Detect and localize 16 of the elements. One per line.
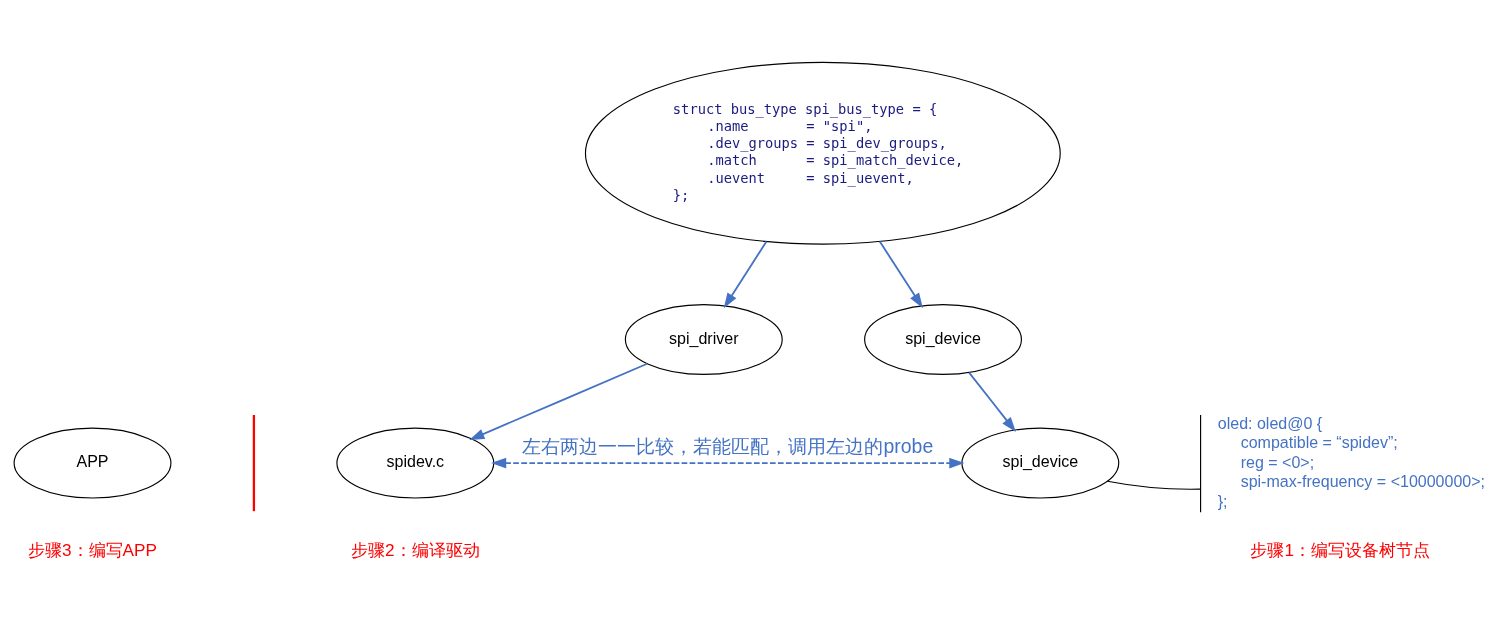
node-ellipse: spi_device (960, 427, 1119, 499)
arrow (490, 457, 964, 468)
node-ellipse: spi_device (863, 303, 1022, 375)
arrow (468, 362, 648, 440)
arrow (878, 240, 923, 308)
node-label: 步骤2：编译驱动 (350, 539, 480, 560)
arrow (723, 240, 767, 308)
node-text: oled: oled@0 { compatible = “spidev”; reg = <0>; spi-max-frequency = <10000000>; }; (1217, 413, 1485, 510)
connector (1106, 480, 1201, 490)
node-label: 步骤3：编写APP (27, 539, 157, 560)
arrow (967, 371, 1016, 432)
node-ellipse: APP (13, 427, 171, 499)
edge-label: 左右两边一一比较，若能匹配，调用左边的probe (521, 434, 933, 457)
node-ellipse: spi_driver (624, 303, 783, 375)
node-ellipse: struct bus_type spi_bus_type = { .name = "spi", .dev_groups = spi_dev_groups, .match = spi_match_device, .uevent = spi_uevent, }; (584, 61, 1061, 245)
node-label: 步骤1：编写设备树节点 (1249, 539, 1430, 560)
